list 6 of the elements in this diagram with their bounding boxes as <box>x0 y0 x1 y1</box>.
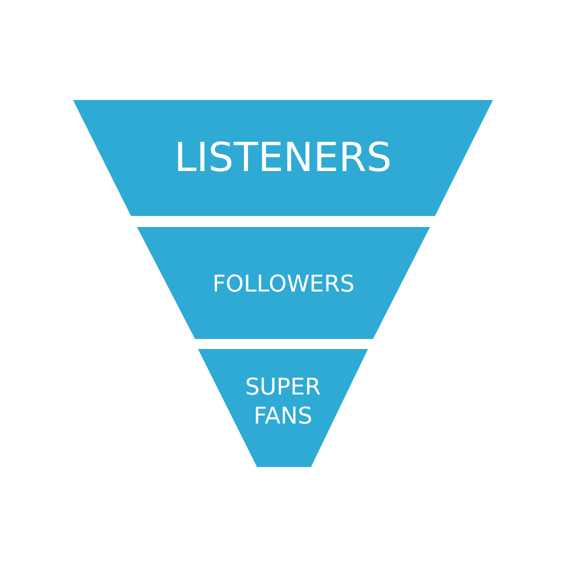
funnel-segment <box>73 100 493 216</box>
segment-label: FOLLOWERS <box>212 270 355 300</box>
funnel-segment <box>198 349 368 467</box>
funnel-segment <box>137 227 430 339</box>
segment-label: LISTENERS <box>174 134 392 183</box>
segment-label: SUPER FANS <box>244 373 322 431</box>
